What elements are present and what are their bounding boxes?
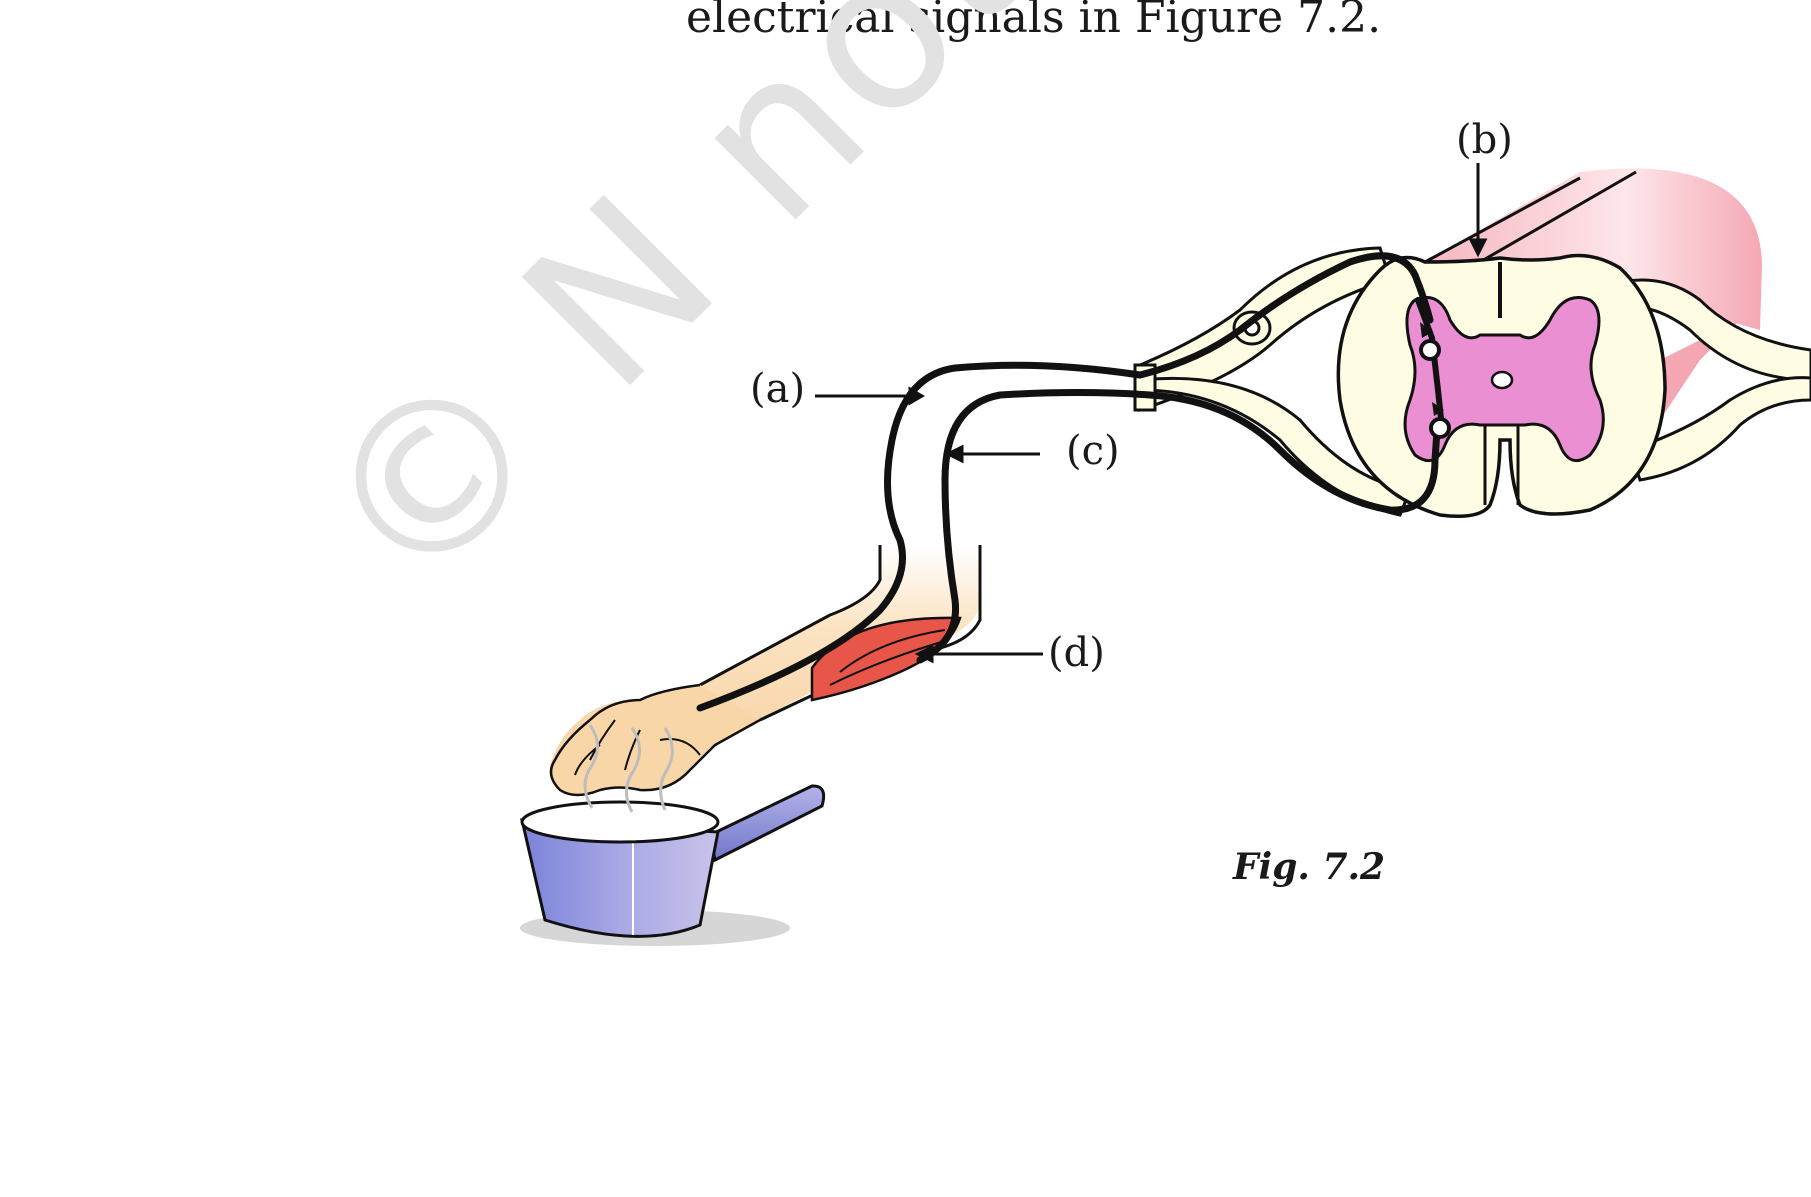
label-a: (a) xyxy=(750,366,805,412)
hot-pan xyxy=(520,786,824,946)
figure-label: Fig. 7.2 xyxy=(1233,846,1385,888)
label-d: (d) xyxy=(1048,630,1105,676)
arm xyxy=(550,545,980,795)
spinal-cord-cross-section xyxy=(1338,256,1665,517)
label-b: (b) xyxy=(1456,117,1513,163)
label-c: (c) xyxy=(1066,428,1120,474)
